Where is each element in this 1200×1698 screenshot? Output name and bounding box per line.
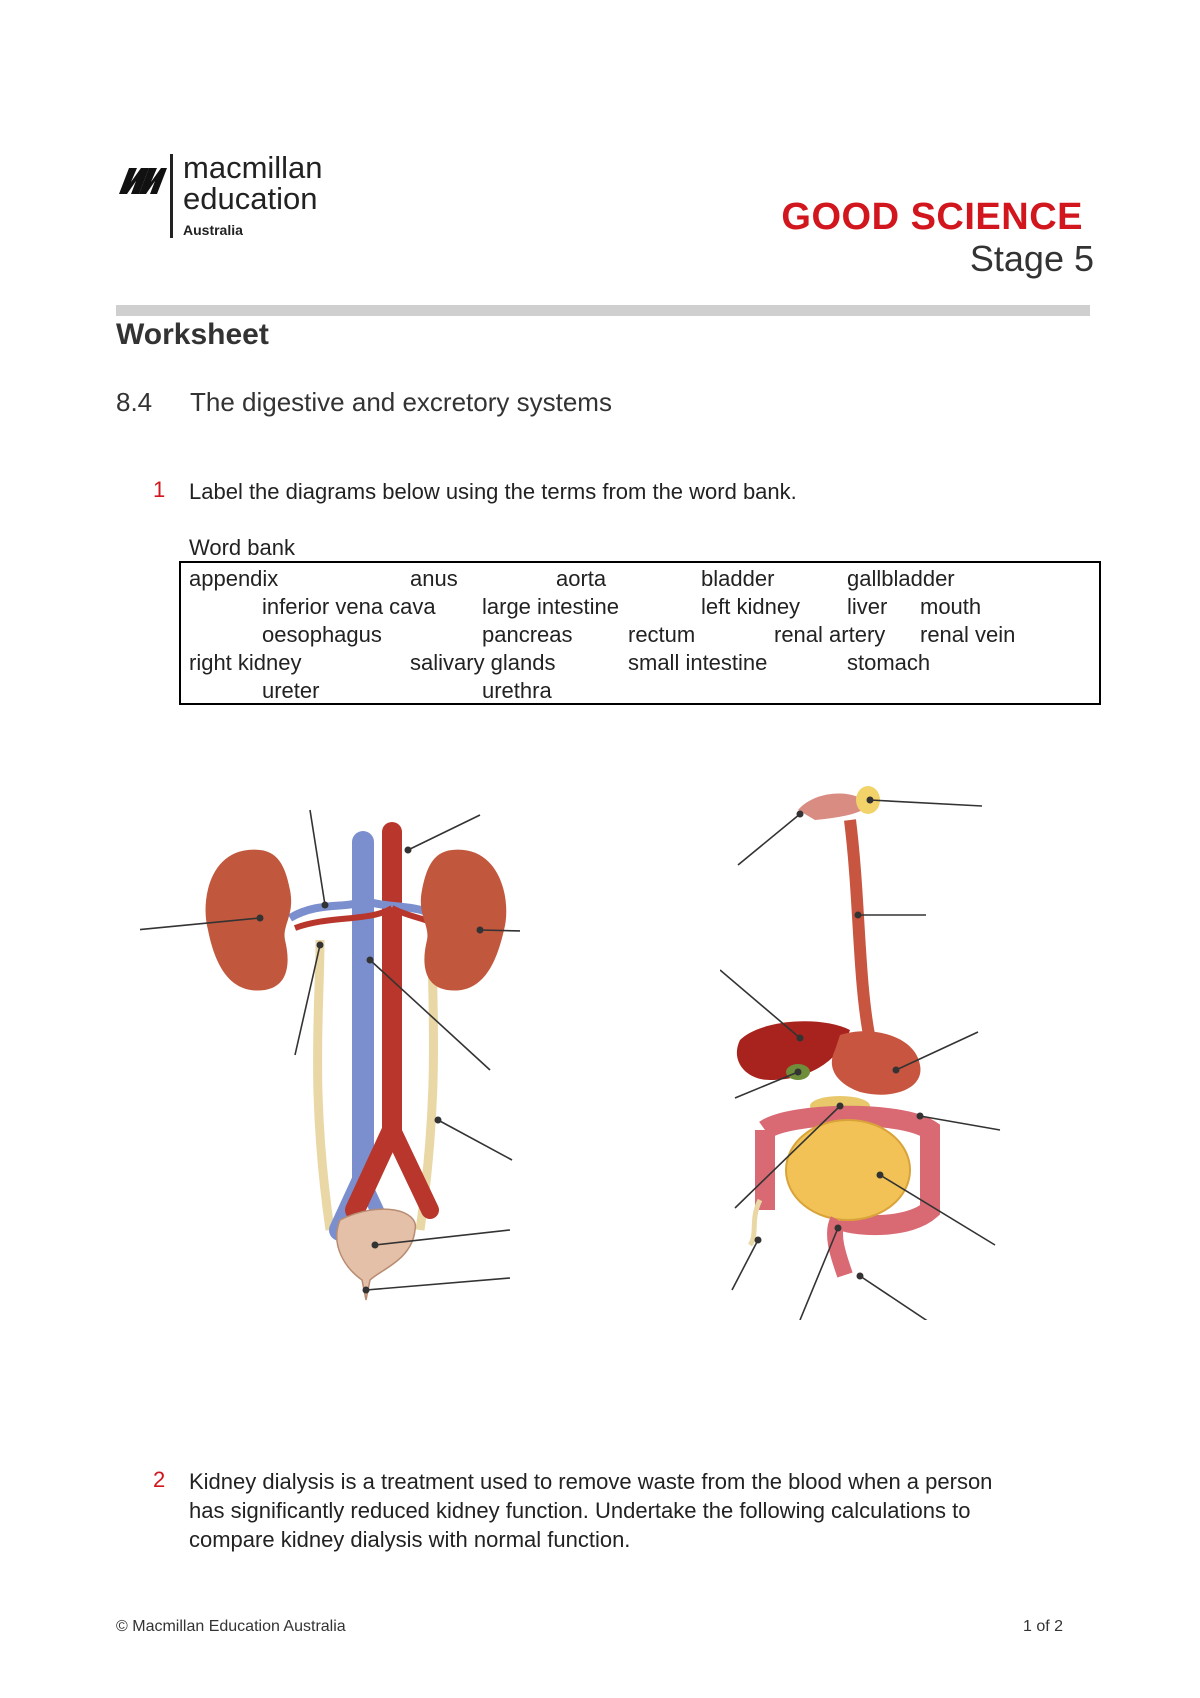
word-bank-term: appendix [189, 566, 279, 591]
word-bank-term: stomach [847, 650, 931, 675]
word-bank-term: aorta [556, 566, 607, 591]
question-text-line: has significantly reduced kidney functio… [189, 1498, 971, 1523]
word-bank-term: renal artery [774, 622, 886, 647]
word-bank-box: appendix anus aorta bladder gallbladder … [179, 561, 1101, 705]
logo-brand: macmillan education [183, 150, 323, 216]
word-bank-term: left kidney [701, 594, 801, 619]
right-renal-artery [293, 905, 394, 931]
logo-subtitle: Australia [183, 222, 243, 238]
aorta-branch [383, 1121, 439, 1219]
worksheet-label: Worksheet [116, 318, 269, 351]
question-text-line: compare kidney dialysis with normal func… [189, 1527, 631, 1552]
label-dots [256, 846, 484, 1294]
digestive-system-diagram [720, 786, 1001, 1320]
appendix [747, 1198, 763, 1247]
right-ureter [313, 939, 335, 1231]
small-intestine [785, 1119, 911, 1221]
right-kidney [205, 849, 292, 991]
label-lines [720, 799, 1001, 1320]
word-bank-term: ureter [262, 678, 320, 703]
word-bank-term: renal vein [920, 622, 1016, 647]
liver [736, 1021, 850, 1080]
rectum [827, 1216, 853, 1278]
macmillan-logo: macmillan education Australia [117, 152, 357, 242]
macmillan-mark-icon [119, 168, 167, 194]
question-number: 1 [153, 477, 166, 502]
word-bank-term: mouth [920, 594, 982, 619]
header-divider [116, 305, 1090, 316]
word-bank-term: rectum [628, 622, 696, 647]
word-bank-term: inferior vena cava [262, 594, 436, 619]
footer-copyright: © Macmillan Education Australia [116, 1618, 346, 1635]
word-bank-term: liver [847, 594, 888, 619]
word-bank-term: small intestine [628, 650, 768, 675]
bladder [336, 1208, 417, 1301]
section-title: The digestive and excretory systems [190, 387, 612, 417]
question-number: 2 [153, 1467, 166, 1492]
right-renal-vein [287, 896, 366, 922]
section-number: 8.4 [116, 387, 153, 417]
left-kidney [420, 849, 507, 991]
mouth [798, 793, 870, 820]
oesophagus [844, 819, 876, 1042]
word-bank-term: pancreas [482, 622, 573, 647]
series-title: GOOD SCIENCE [781, 196, 1083, 238]
word-bank-term: urethra [482, 678, 552, 703]
stage-label: Stage 5 [969, 238, 1094, 279]
excretory-system-diagram [140, 809, 520, 1301]
word-bank-title: Word bank [189, 535, 295, 560]
word-bank-term: right kidney [189, 650, 302, 675]
logo-divider [170, 154, 173, 238]
word-bank-term: gallbladder [847, 566, 955, 591]
footer-page-number: 1 of 2 [1022, 1618, 1063, 1635]
large-intestine [755, 1105, 940, 1236]
word-bank-term: large intestine [482, 594, 619, 619]
word-bank-term: oesophagus [262, 622, 382, 647]
question-text: Label the diagrams below using the terms… [189, 479, 797, 504]
stomach [831, 1031, 921, 1095]
word-bank-term: salivary glands [410, 650, 556, 675]
question-text-line: Kidney dialysis is a treatment used to r… [189, 1469, 993, 1494]
label-dots [754, 796, 924, 1280]
word-bank-term: bladder [701, 566, 775, 591]
word-bank-term: anus [410, 566, 458, 591]
label-lines [140, 809, 520, 1291]
